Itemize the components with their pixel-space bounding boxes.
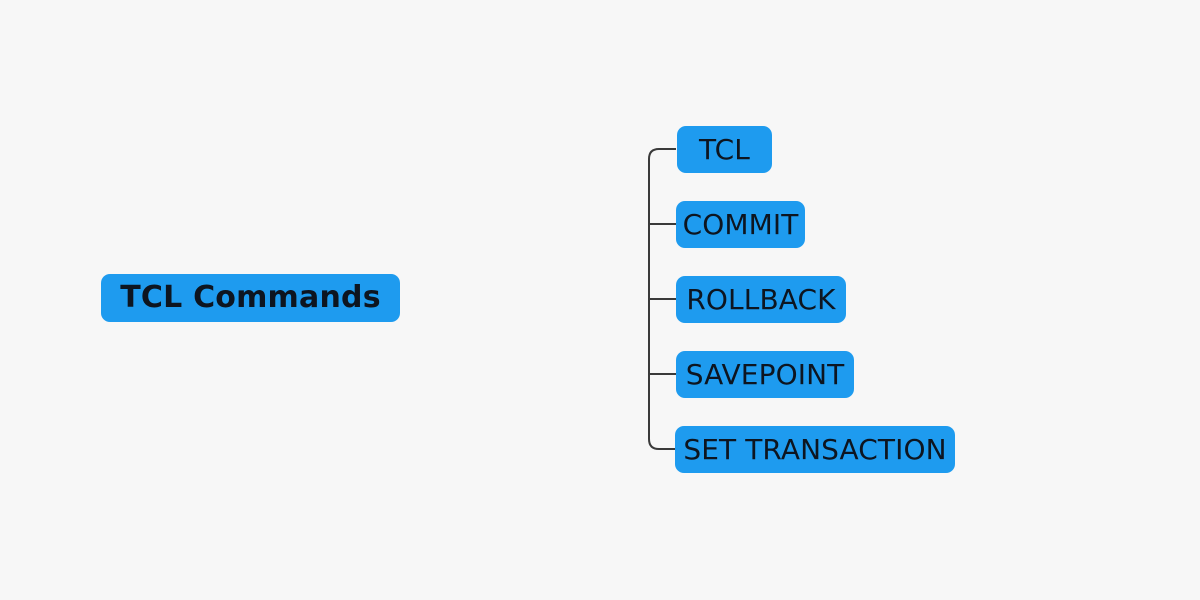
child-node-set-transaction[interactable]: SET TRANSACTION [675, 426, 955, 473]
child-node-commit[interactable]: COMMIT [676, 201, 805, 248]
root-node-tcl-commands[interactable]: TCL Commands [101, 274, 400, 322]
child-node-tcl[interactable]: TCL [677, 126, 772, 173]
connector-branch-4 [648, 438, 676, 450]
child-node-savepoint[interactable]: SAVEPOINT [676, 351, 854, 398]
connector-branch-0 [648, 148, 676, 160]
child-node-rollback[interactable]: ROLLBACK [676, 276, 846, 323]
